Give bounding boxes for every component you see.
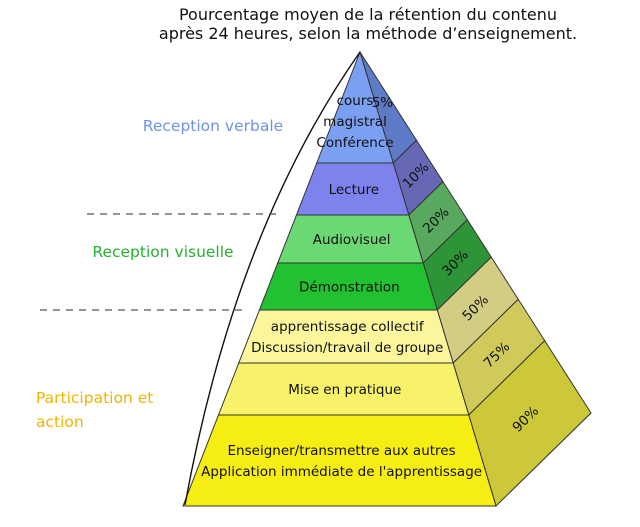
title-line-2: après 24 heures, selon la méthode d’ense… [159,24,577,43]
tier-label: Lecture [329,182,379,198]
group-label-visual: Reception visuelle [92,243,233,261]
tier-percentage: 5% [372,95,394,111]
tier-label: Audiovisuel [313,232,391,248]
group-label-verbal: Reception verbale [143,117,283,135]
pyramid-back-edge-line [184,51,361,506]
pyramid-tier: Enseigner/transmettre aux autresApplicat… [182,339,592,507]
pyramid-tier: apprentissage collectifDiscussion/travai… [238,256,519,364]
group-label-action: action [36,413,84,431]
tier-label: Enseigner/transmettre aux autres [228,443,456,459]
tier-label: Discussion/travail de groupe [251,340,443,356]
tier-label: Application immédiate de l'apprentissage [201,464,482,480]
tier-label: Démonstration [299,280,400,296]
group-label-participation: Participation et [36,389,153,407]
tier-label: Mise en pratique [288,382,401,398]
tier-label: Conférence [316,135,393,151]
title-line-1: Pourcentage moyen de la rétention du con… [179,5,557,24]
tier-label: cours [337,93,374,109]
tier-label: apprentissage collectif [271,319,425,335]
tier-label: magistral [323,114,387,130]
tier-front-face [182,414,497,507]
